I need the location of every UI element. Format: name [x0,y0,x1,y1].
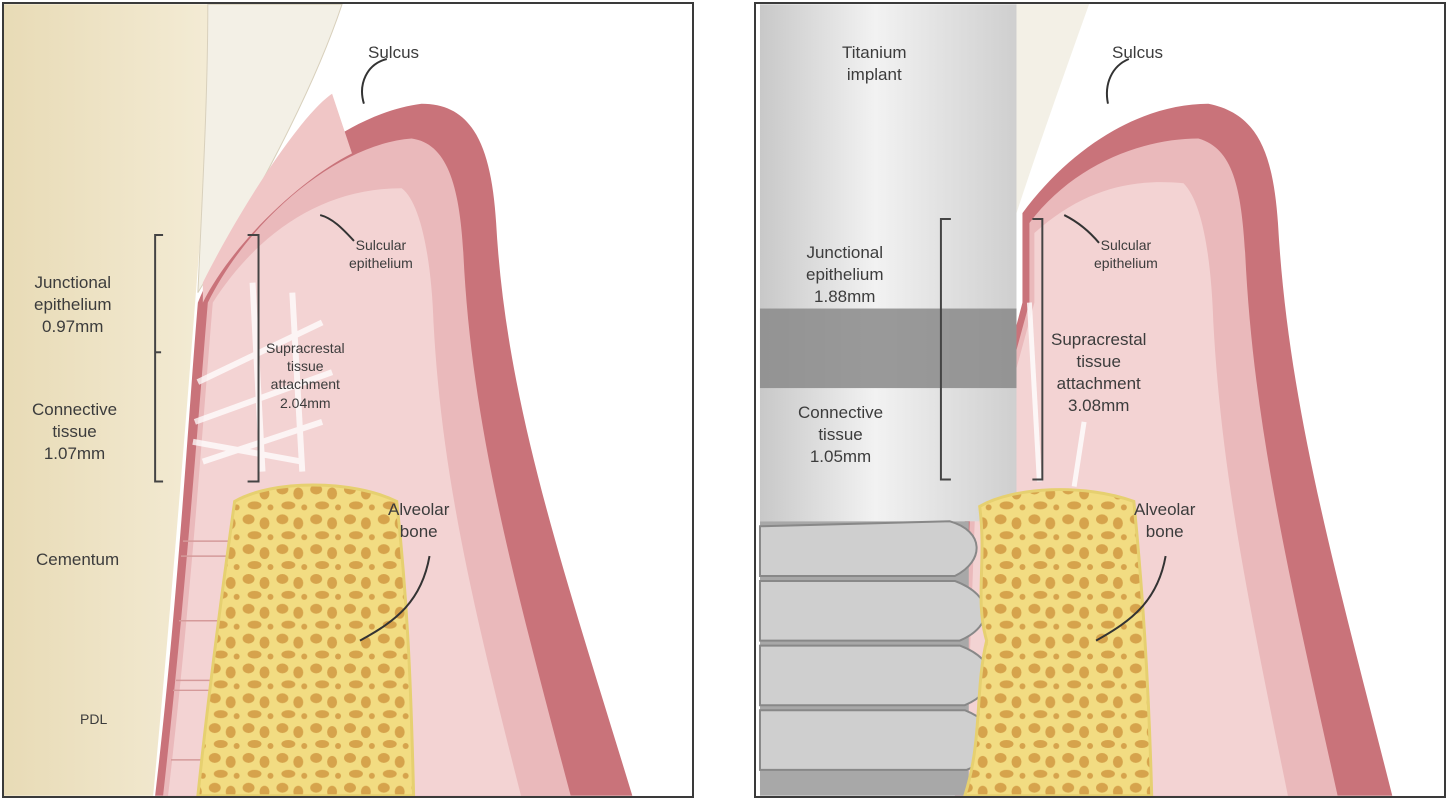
alveolar-bone-shape [963,488,1154,796]
alveolar-bone-shape [196,483,416,796]
sulcus-label: Sulcus [1112,43,1164,62]
tooth-root-shape [4,4,218,796]
natural-tooth-illustration [4,4,633,796]
sulcus-shape [202,93,352,303]
sulcus-label: Sulcus [368,43,420,62]
label-arrows [319,58,431,642]
cementum-label: Cementum [36,550,120,569]
measurement-brackets [154,233,260,483]
measurement-brackets [939,218,1044,481]
titanium-abutment-shape [759,4,1017,522]
pdl-label: PDL [80,711,108,727]
enamel-shape [197,4,343,293]
connective-fibers [1026,302,1087,487]
crown-shape [1016,4,1090,214]
implant-illustration [758,4,1393,796]
implant-threads [758,520,995,796]
connective-fibers [192,282,334,472]
label-arrows [1063,58,1167,642]
titanium-band-shape [759,308,1017,389]
